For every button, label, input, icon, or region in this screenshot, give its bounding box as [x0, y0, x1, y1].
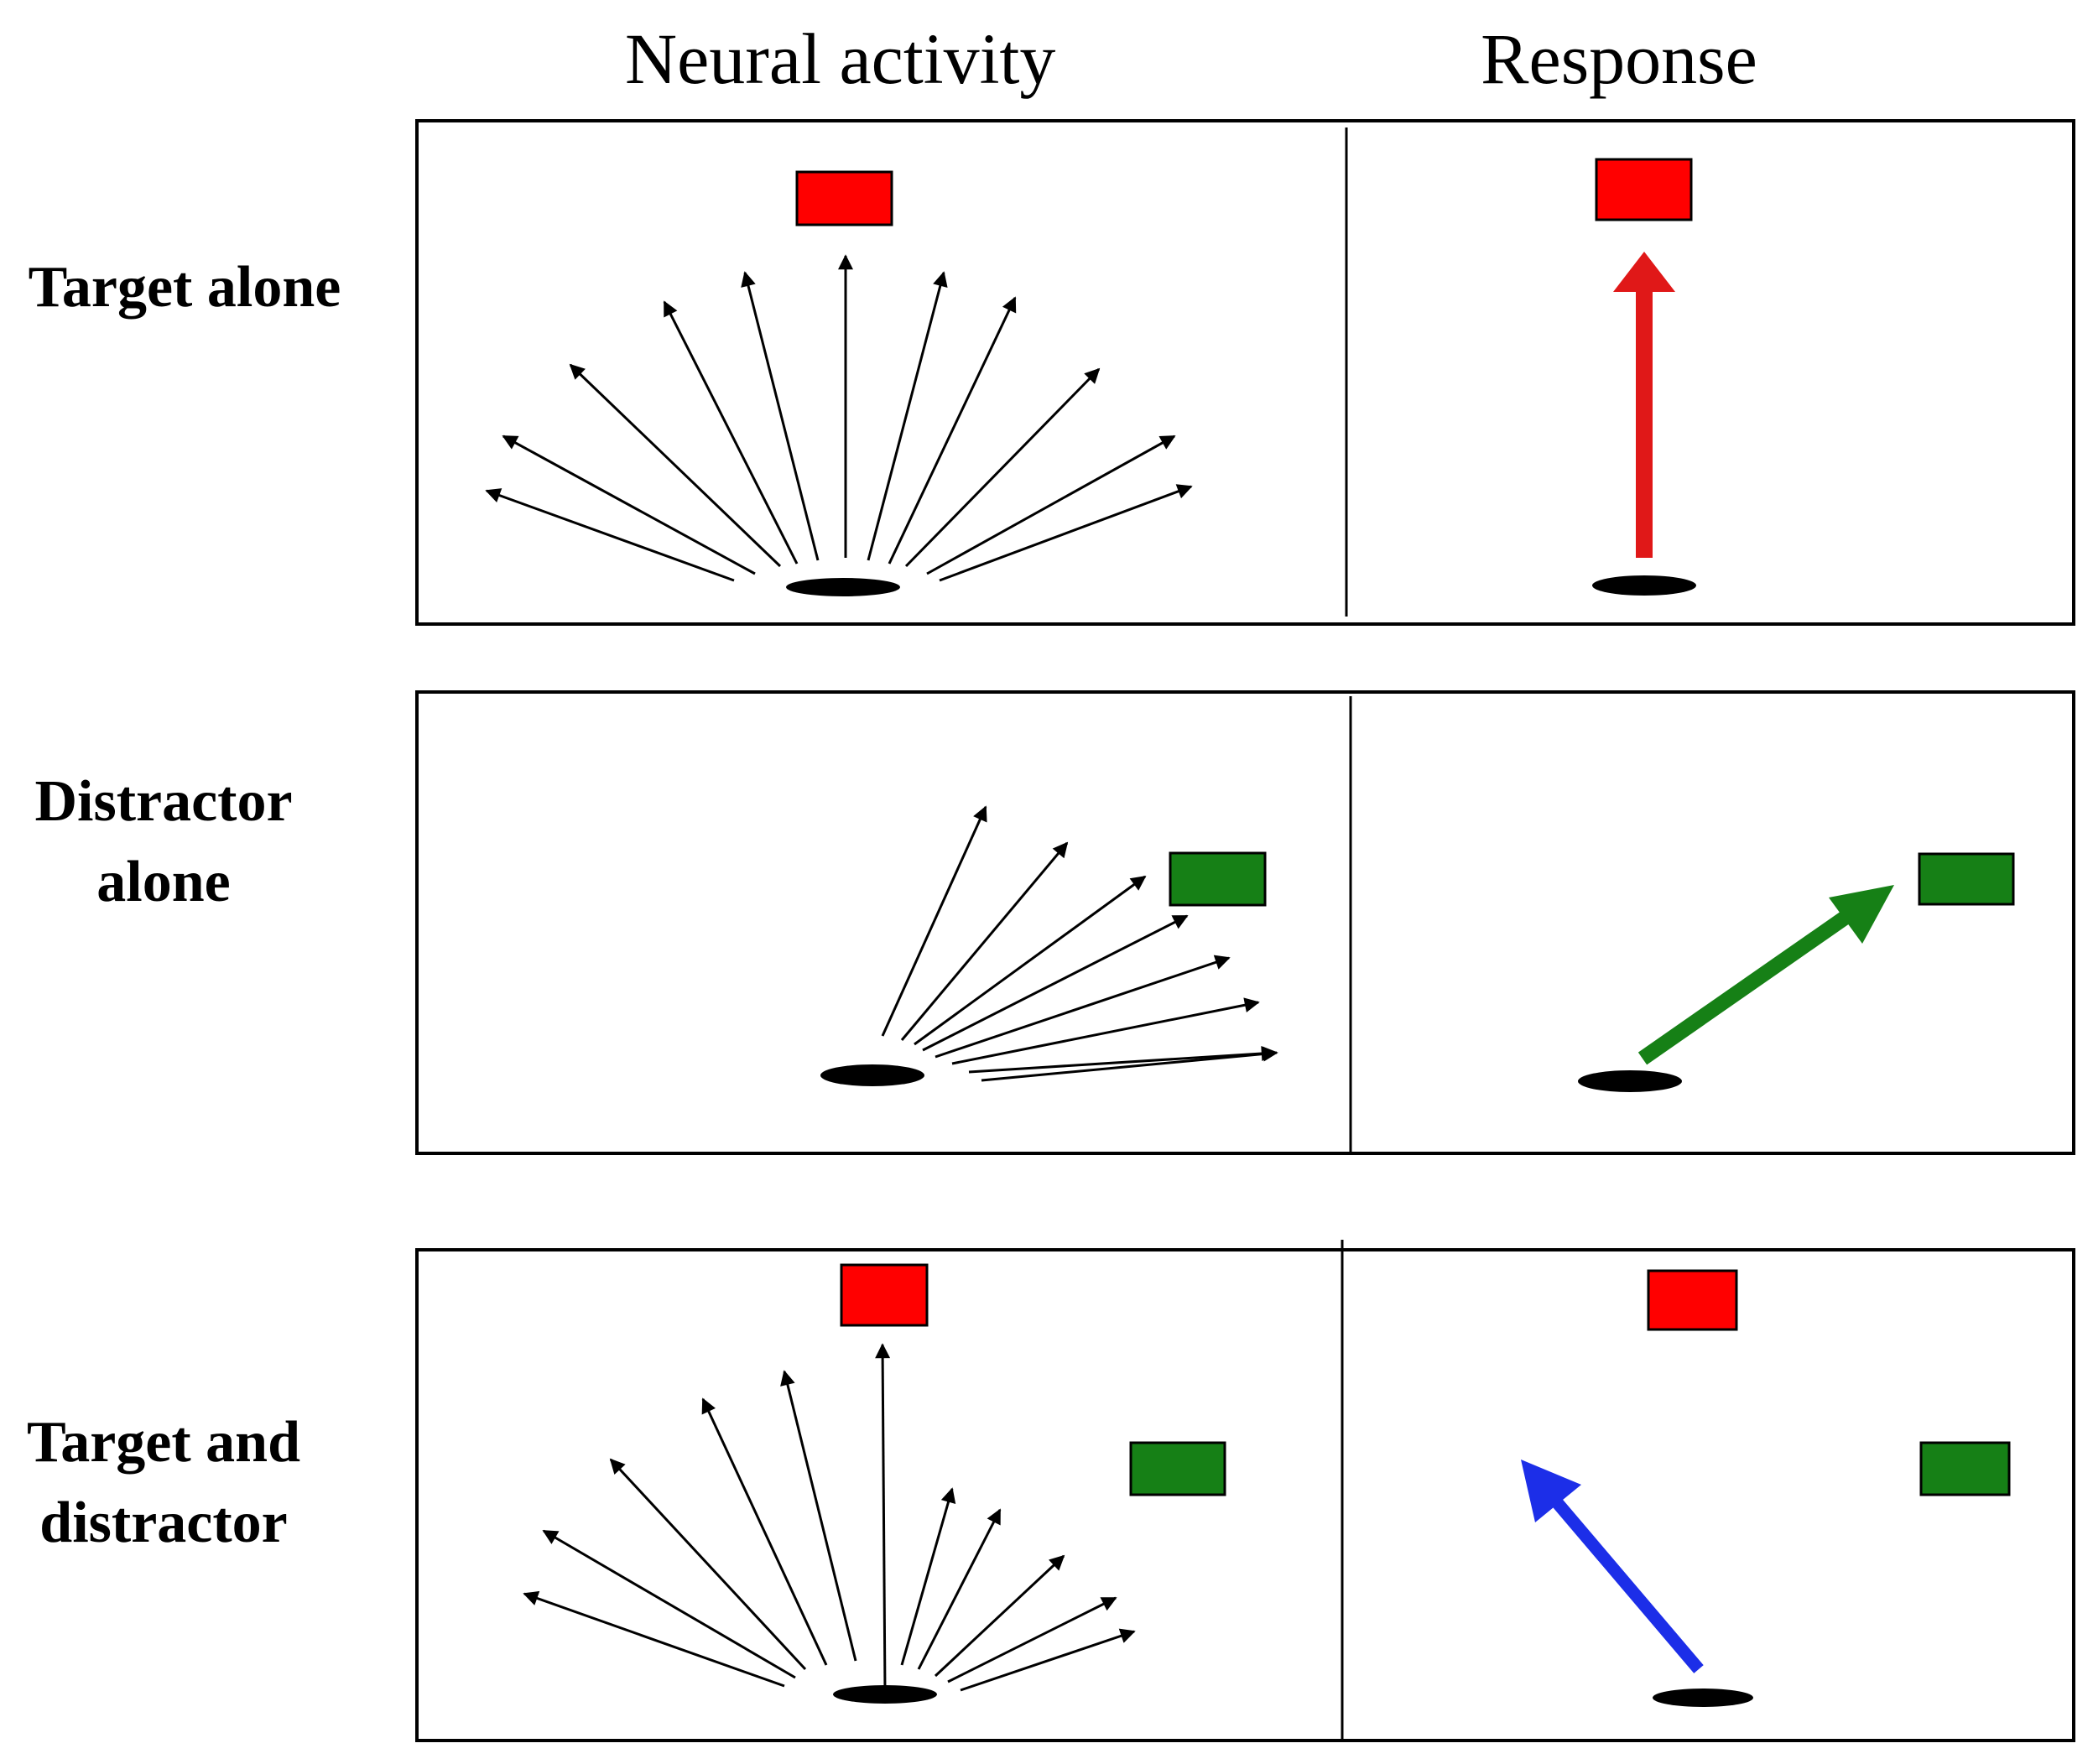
neural-vector-arrow: [502, 434, 756, 575]
neural-vector-arrow: [663, 300, 799, 565]
neural-vector-arrow: [867, 271, 948, 561]
neural-vector-arrow: [875, 1343, 891, 1694]
neural-vector-arrow: [900, 841, 1069, 1041]
saccade-response-arrow: [1521, 1460, 1704, 1673]
saccade-response-arrow: [1637, 885, 1894, 1065]
neural-vector-arrow: [741, 271, 820, 561]
neural-vector-arrow: [917, 1508, 1002, 1670]
neural-vector-arrow: [900, 1487, 956, 1666]
column-header-neural-activity: Neural activity: [625, 18, 1056, 99]
neural-vector-arrow: [609, 1458, 807, 1671]
row-label-target-alone: Target alone: [28, 255, 341, 320]
fixation-spot: [786, 578, 900, 596]
fixation-spot: [820, 1064, 924, 1086]
neural-vector-arrow: [926, 434, 1176, 575]
fixation-spot: [1592, 575, 1696, 596]
target-stimulus: [840, 1263, 929, 1327]
neural-vector-arrow: [701, 1397, 828, 1666]
target-stimulus: [1647, 1269, 1738, 1331]
neural-vector-arrow: [485, 488, 735, 582]
panel-row-2: [415, 690, 2075, 1155]
saccade-response-arrow: [1613, 252, 1675, 558]
distractor-stimulus: [1169, 851, 1267, 907]
target-stimulus: [1595, 158, 1693, 221]
neural-vector-arrow: [947, 1596, 1117, 1683]
neural-vector-arrow: [960, 1628, 1136, 1692]
neural-vector-arrow: [542, 1529, 796, 1679]
neural-vector-arrow: [780, 1370, 857, 1662]
neural-population-arrows: [881, 805, 1278, 1082]
neural-vector-arrow: [951, 997, 1260, 1065]
row-label-distractor-alone: Distractor alone: [34, 769, 293, 914]
neural-vector-arrow: [968, 1046, 1277, 1074]
fixation-spot: [1653, 1689, 1753, 1707]
distractor-stimulus: [1919, 1441, 2011, 1496]
neural-vector-arrow: [934, 1554, 1065, 1678]
distractor-stimulus: [1129, 1441, 1226, 1496]
neural-vector-arrow: [922, 914, 1189, 1052]
neural-vector-arrow: [569, 363, 782, 568]
column-header-response: Response: [1481, 18, 1757, 99]
neural-vector-arrow: [904, 367, 1101, 568]
neural-population-arrows: [523, 1343, 1136, 1694]
neural-population-arrows: [485, 254, 1193, 582]
neural-vector-arrow: [935, 955, 1231, 1059]
fixation-spot: [833, 1685, 937, 1704]
neural-vector-arrow: [939, 484, 1193, 582]
row-label-target-and-distractor: Target and distractor: [26, 1410, 301, 1555]
fixation-spot: [1578, 1070, 1682, 1092]
neural-vector-arrow: [888, 296, 1017, 565]
target-stimulus: [795, 170, 893, 226]
neural-vector-arrow: [523, 1590, 785, 1688]
distractor-stimulus: [1918, 852, 2015, 906]
neural-vector-arrow: [914, 875, 1147, 1046]
panel-row-3: [415, 1248, 2075, 1742]
neural-vector-arrow: [881, 805, 987, 1037]
panel-row-1: [415, 119, 2075, 626]
neural-vector-arrow: [981, 1046, 1278, 1082]
